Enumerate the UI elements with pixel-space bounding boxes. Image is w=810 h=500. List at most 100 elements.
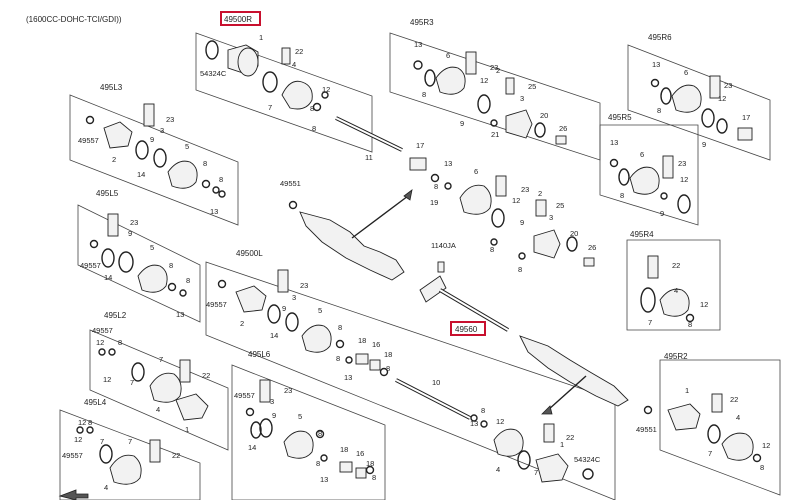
box-495L5: [77, 204, 201, 323]
label-l2-8: 8: [118, 338, 122, 347]
label-r6-6: 6: [684, 68, 688, 77]
label-l-9: 9: [282, 304, 286, 313]
label-l2-4: 4: [156, 405, 160, 414]
label-r3-12: 12: [480, 76, 488, 85]
group-label-495L4: 495L4: [84, 398, 107, 407]
l5-boot: [137, 264, 168, 293]
l-outer-joint-1: [535, 453, 569, 483]
label-l-49557: 49557: [206, 300, 227, 309]
label-l4-7b: 7: [128, 437, 132, 446]
label-l-8b: 8: [336, 354, 340, 363]
l4-clamp-8: [86, 426, 94, 434]
cr-clip-8: [518, 252, 526, 260]
l3-clamp-8: [201, 179, 211, 189]
label-r5-13: 13: [610, 138, 618, 147]
r2-grease-22: [711, 393, 723, 413]
l6-clamp-8: [315, 429, 325, 439]
label-r5-6: 6: [640, 150, 644, 159]
center-shaft-assembly-left: [299, 211, 405, 281]
label-l-8d: 8: [481, 406, 485, 415]
label-l-18: 18: [358, 336, 366, 345]
l4-ring-7: [99, 444, 113, 464]
box-49500L: [205, 261, 616, 500]
label-l3-23: 23: [166, 115, 174, 124]
label-r6-13: 13: [652, 60, 660, 69]
group-label-495R4: 495R4: [630, 230, 654, 239]
small-clamp-2: [321, 91, 329, 99]
label-l4-7: 7: [100, 437, 104, 446]
label-r6-12: 12: [718, 94, 726, 103]
label-r4-4: 4: [674, 286, 678, 295]
l-clamp: [217, 279, 227, 289]
label-1140JA: 1140JA: [431, 241, 456, 250]
label-17: 17: [416, 141, 424, 150]
r3-clip-21: [490, 119, 498, 127]
l4-clamp-12: [76, 426, 84, 434]
label-l3-9: 9: [150, 135, 154, 144]
label-4: 4: [292, 60, 296, 69]
label-l-14: 14: [270, 331, 278, 340]
r3-ring: [424, 69, 436, 87]
label-49551: 49551: [280, 179, 301, 188]
label-cr-6: 6: [474, 167, 478, 176]
label-l-3: 3: [292, 293, 296, 302]
label-l6-8c: 8: [372, 473, 376, 482]
label-r3-8: 8: [422, 90, 426, 99]
label-7: 7: [268, 103, 272, 112]
clamp-band: [262, 71, 278, 93]
label-l-18b: 18: [384, 350, 392, 359]
label-8b: 8: [312, 124, 316, 133]
label-r6-9: 9: [702, 140, 706, 149]
label-l4-12b: 12: [74, 435, 82, 444]
label-r2-7: 7: [708, 449, 712, 458]
label-l6-14: 14: [248, 443, 256, 452]
label-l-7: 7: [534, 468, 538, 477]
label-cr-3: 3: [549, 213, 553, 222]
l6-ring-9: [259, 418, 273, 438]
group-label-495L2: 495L2: [104, 311, 127, 320]
label-l2-1: 1: [185, 425, 189, 434]
label-l-13b: 13: [470, 419, 478, 428]
label-11: 11: [365, 153, 373, 162]
label-cr-13: 13: [444, 159, 452, 168]
label-r3-26: 26: [559, 124, 567, 133]
r6-clamp-12: [716, 118, 728, 134]
label-l-22: 22: [566, 433, 574, 442]
l-nut-54324C: [582, 468, 594, 480]
label-l3-13: 13: [210, 207, 218, 216]
box-495R4: [626, 239, 721, 331]
label-r3-3: 3: [520, 94, 524, 103]
l-clip-8: [379, 367, 389, 377]
group-label-495R6: 495R6: [648, 33, 672, 42]
label-l4-8: 8: [88, 418, 92, 427]
label-12: 12: [322, 85, 330, 94]
label-l6-23: 23: [284, 386, 292, 395]
label-l6-8: 8: [318, 429, 322, 438]
label-r2-1: 1: [685, 386, 689, 395]
r5-boot: [629, 166, 660, 195]
l-grease-23: [277, 269, 289, 293]
l-boot-4: [493, 428, 524, 457]
label-l3-14: 14: [137, 170, 145, 179]
r3-boot: [435, 66, 466, 95]
label-r6-8: 8: [657, 106, 661, 115]
center-arrowhead-right: [541, 405, 553, 415]
box-495R5: [599, 124, 699, 226]
boot-clamp-ring: [205, 40, 219, 60]
l5-grease-23: [107, 213, 119, 237]
label-l-8: 8: [338, 323, 342, 332]
cr-ring: [491, 208, 505, 228]
label-r3-9: 9: [460, 119, 464, 128]
label-l-8c: 8: [386, 364, 390, 373]
label-l5-14: 14: [104, 273, 112, 282]
l3-clamp: [85, 115, 95, 125]
r5-clamp: [609, 158, 619, 168]
label-r3-2: 2: [496, 66, 500, 75]
l5-clamp: [89, 239, 99, 249]
l5-ring-14: [101, 248, 115, 268]
r6-grease-23: [709, 75, 721, 99]
l3-boot: [167, 160, 198, 189]
front-arrow-icon: [58, 489, 89, 500]
label-l6-18: 18: [340, 445, 348, 454]
group-label-495L5: 495L5: [96, 189, 119, 198]
